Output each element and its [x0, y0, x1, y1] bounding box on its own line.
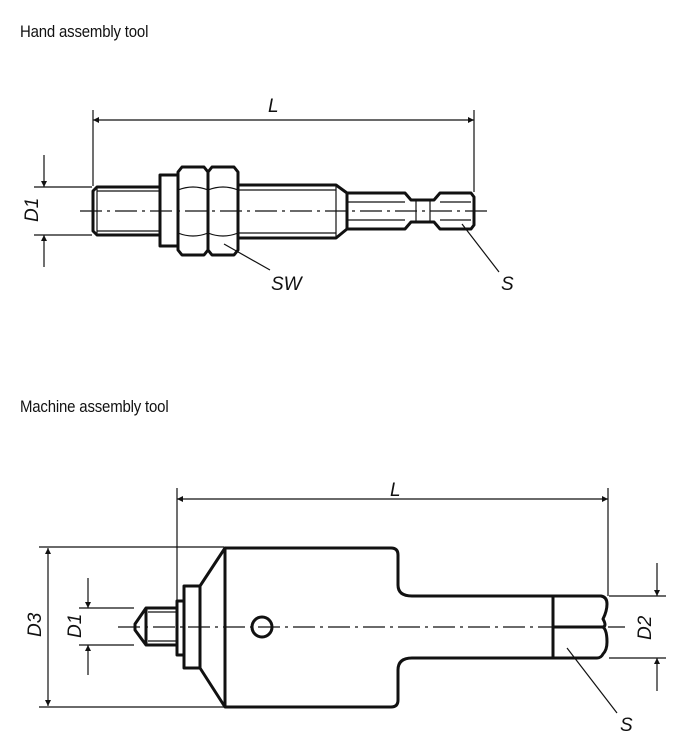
cross-hole	[250, 615, 274, 639]
hex-size-leader	[461, 223, 500, 273]
wrench-size-leader	[223, 243, 271, 271]
tool-body	[238, 183, 349, 240]
diameter1-dimension: D1	[22, 155, 92, 267]
hex-size-label: S	[620, 715, 633, 736]
diameter3-label: D3	[25, 612, 46, 637]
hex-size-label: S	[501, 274, 514, 295]
length-label: L	[268, 96, 279, 117]
cone	[198, 546, 227, 709]
length-dimension: L	[92, 96, 475, 192]
diameter1-dimension: D1	[65, 578, 134, 675]
hex-end	[551, 594, 609, 660]
hand-assembly-tool-title: Hand assembly tool	[20, 22, 149, 41]
diameter2-dimension: D2	[609, 563, 666, 691]
hex-size-leader	[566, 647, 618, 714]
machine-assembly-tool-drawing: L D3 D1 D2	[25, 480, 666, 736]
hex-bit	[347, 191, 476, 231]
hand-assembly-tool-drawing: L D1 SW S	[22, 96, 514, 295]
diameter1-label: D1	[22, 198, 43, 222]
diameter3-dimension: D3	[25, 546, 224, 708]
wrench-size-label: SW	[271, 274, 304, 295]
machine-assembly-tool-title: Machine assembly tool	[20, 397, 169, 416]
length-dimension: L	[176, 480, 609, 600]
diameter1-label: D1	[65, 614, 86, 638]
hex-nuts	[176, 165, 240, 257]
diameter2-label: D2	[635, 615, 656, 640]
threaded-shaft	[91, 185, 160, 237]
threaded-tip	[133, 606, 176, 647]
flange	[182, 584, 202, 670]
length-label: L	[390, 480, 401, 501]
